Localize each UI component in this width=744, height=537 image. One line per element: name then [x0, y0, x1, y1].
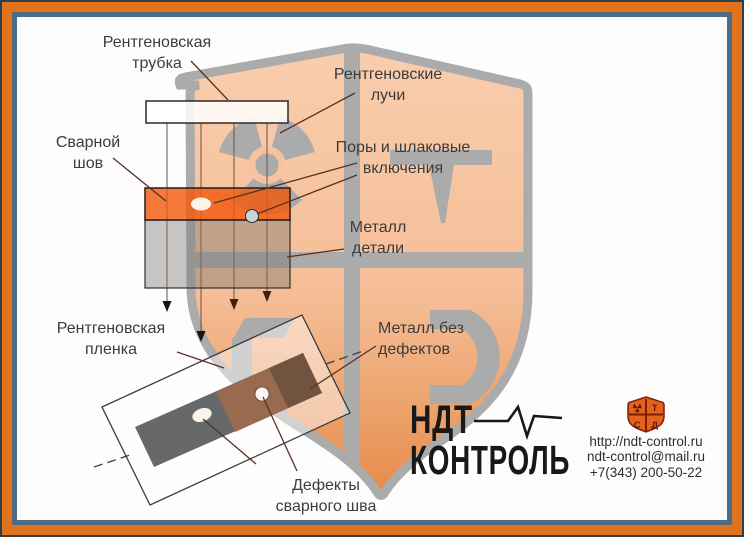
film-axis-dash-line [93, 349, 367, 468]
logo-title-kontrol: КОНТРОЛЬ [410, 437, 571, 483]
slag-inclusion-shape [245, 209, 259, 223]
pore-defect-shape [191, 197, 211, 211]
label-line: Рентгеновская [102, 34, 212, 51]
label-weld-seam: Сварной шов [28, 132, 148, 174]
film-inclusion-spot [254, 386, 270, 402]
contact-website: http://ndt-control.ru [589, 434, 703, 449]
label-line: дефектов [378, 341, 451, 358]
label-line: сварного шва [275, 498, 377, 515]
watermark-letter-t [390, 150, 492, 223]
film-pore-spot [192, 407, 212, 423]
shield-glyph-t: Т [652, 403, 658, 413]
watermark-cross-horizontal [182, 252, 528, 268]
logo-title-ndt: НДТ [410, 398, 473, 442]
mini-trefoil-icon [633, 403, 642, 413]
ndt-shield-icon: Т С Д [627, 396, 665, 433]
contact-email: ndt-control@mail.ru [587, 449, 705, 464]
label-line: детали [351, 240, 405, 257]
label-line: Сварной [55, 134, 121, 151]
xray-beam-arrowheads [162, 291, 272, 342]
label-part-metal: Металл детали [298, 217, 458, 259]
label-line: включения [362, 160, 444, 177]
label-line: Поры и шлаковые [335, 139, 471, 156]
label-pores-inclusions: Поры и шлаковые включения [323, 137, 483, 179]
leader-lines [112, 60, 377, 472]
label-xray-film: Рентгеновская пленка [31, 318, 191, 360]
label-line: шов [72, 155, 104, 172]
weld-seam-shape [144, 187, 291, 221]
contact-phone: +7(343) 200-50-22 [589, 465, 703, 480]
xray-film-shape [101, 314, 351, 506]
metal-part-shape [144, 219, 291, 289]
label-line: трубка [132, 55, 182, 72]
label-metal-no-defects: Металл без дефектов [378, 318, 533, 360]
label-line: Рентгеновские [333, 66, 443, 83]
label-xray-rays: Рентгеновские лучи [308, 64, 468, 106]
shield-glyph-c: С [634, 420, 641, 430]
label-line: Металл без [378, 320, 464, 337]
label-weld-defects: Дефекты сварного шва [246, 475, 406, 517]
xray-tube-shape [145, 100, 289, 124]
watermark-cross-vertical [344, 47, 360, 496]
label-xray-tube: Рентгеновская трубка [77, 32, 237, 74]
label-line: пленка [85, 341, 137, 358]
shield-glyph-d: Д [651, 420, 658, 430]
label-line: Дефекты [292, 477, 360, 494]
label-line: Рентгеновская [56, 320, 166, 337]
heartbeat-pulse-icon [474, 404, 563, 441]
label-line: Металл [349, 219, 407, 236]
label-line: лучи [370, 87, 406, 104]
watermark-letter-d [430, 310, 500, 404]
